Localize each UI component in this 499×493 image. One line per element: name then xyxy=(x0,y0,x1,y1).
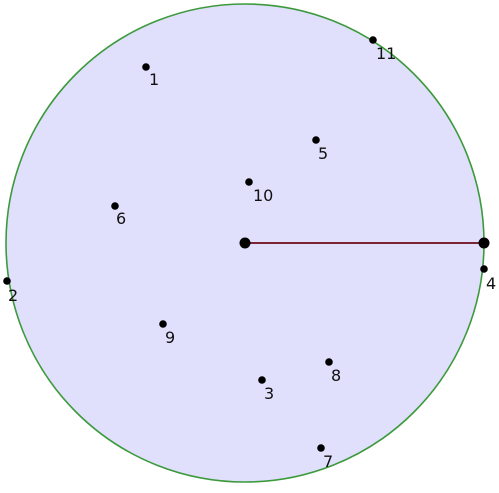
point-marker-1[interactable] xyxy=(142,63,150,71)
point-label-7: 7 xyxy=(323,452,333,471)
point-label-11: 11 xyxy=(376,44,396,63)
point-marker-10[interactable] xyxy=(245,178,253,186)
point-9[interactable]: 9 xyxy=(159,320,175,347)
point-6[interactable]: 6 xyxy=(111,202,126,228)
point-marker-4[interactable] xyxy=(480,265,488,273)
point-label-4: 4 xyxy=(486,274,496,293)
point-marker-7[interactable] xyxy=(317,444,325,452)
point-marker-3[interactable] xyxy=(258,376,266,384)
point-label-5: 5 xyxy=(318,144,328,163)
labeled-points: 1 2 3 4 5 6 7 8 9 10 11 xyxy=(3,36,496,471)
point-label-6: 6 xyxy=(116,209,126,228)
point-marker-8[interactable] xyxy=(325,358,333,366)
point-marker-11[interactable] xyxy=(369,36,377,44)
point-7[interactable]: 7 xyxy=(317,444,333,471)
point-label-9: 9 xyxy=(165,328,175,347)
point-3[interactable]: 3 xyxy=(258,376,274,403)
point-8[interactable]: 8 xyxy=(325,358,341,385)
point-10[interactable]: 10 xyxy=(245,178,273,205)
point-label-3: 3 xyxy=(264,384,274,403)
point-marker-9[interactable] xyxy=(159,320,167,328)
point-4[interactable]: 4 xyxy=(480,265,496,293)
point-marker-5[interactable] xyxy=(312,136,320,144)
point-marker-6[interactable] xyxy=(111,202,119,210)
center-point[interactable] xyxy=(239,237,251,249)
point-label-10: 10 xyxy=(253,186,273,205)
point-2[interactable]: 2 xyxy=(3,277,18,305)
point-1[interactable]: 1 xyxy=(142,63,159,89)
point-5[interactable]: 5 xyxy=(312,136,328,163)
point-11[interactable]: 11 xyxy=(369,36,396,63)
point-label-8: 8 xyxy=(331,366,341,385)
point-marker-2[interactable] xyxy=(3,277,11,285)
radius-endpoint[interactable] xyxy=(478,237,490,249)
point-label-2: 2 xyxy=(8,286,18,305)
point-label-1: 1 xyxy=(149,70,159,89)
